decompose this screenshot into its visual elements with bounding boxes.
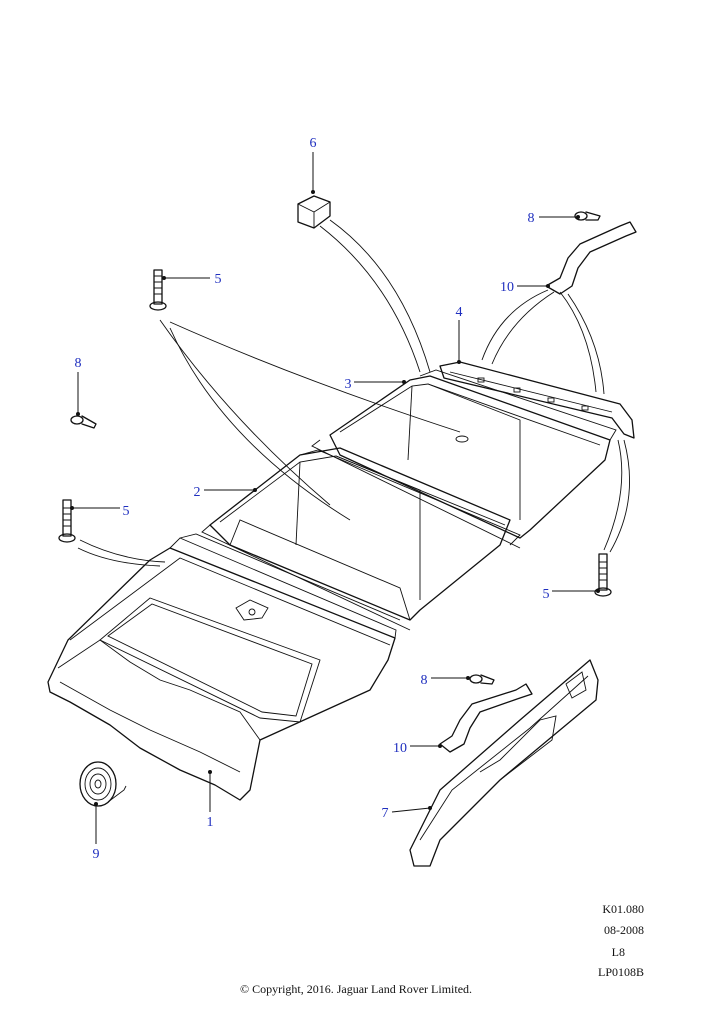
callout-8-left: 8 <box>75 356 82 371</box>
callout-5-left: 5 <box>123 504 130 519</box>
reference-code: K01.080 <box>602 902 644 916</box>
grab-handle-upper <box>545 221 637 295</box>
callout-2: 2 <box>194 485 201 500</box>
callout-leaders <box>70 152 600 844</box>
headlining-panel-rear <box>47 533 401 801</box>
side-trim-panel <box>409 659 599 867</box>
reference-plate: LP0108B <box>597 965 644 979</box>
callout-4: 4 <box>456 305 463 320</box>
callout-9: 9 <box>93 847 100 862</box>
copyright-notice: © Copyright, 2016. Jaguar Land Rover Lim… <box>239 982 473 996</box>
front-header-rail <box>439 361 635 439</box>
callout-8-lower: 8 <box>421 673 428 688</box>
fastener-upper-left <box>149 269 167 311</box>
callout-numbers: 6 8 10 5 4 3 8 2 5 5 8 10 7 1 9 <box>75 136 550 862</box>
cube-clip <box>297 195 331 229</box>
callout-1: 1 <box>207 815 214 830</box>
guide-lines <box>77 219 631 567</box>
callout-10-upper: 10 <box>500 280 514 295</box>
screw-left <box>70 415 97 429</box>
grab-handle-lower <box>439 683 533 753</box>
headlining-panel-centre <box>201 447 521 631</box>
callout-5-right: 5 <box>543 587 550 602</box>
fastener-right <box>594 553 612 597</box>
callout-5-upper: 5 <box>215 272 222 287</box>
reference-level: L8 <box>611 945 625 959</box>
callout-10-lower: 10 <box>393 741 407 756</box>
reference-date: 08-2008 <box>604 923 644 937</box>
callout-8-upper: 8 <box>528 211 535 226</box>
callout-6: 6 <box>310 136 317 151</box>
callout-7: 7 <box>382 806 389 821</box>
screw-upper-right <box>574 211 601 221</box>
callout-3: 3 <box>345 377 352 392</box>
headlining-panel-front <box>311 369 617 549</box>
fastener-left <box>58 499 76 543</box>
tape-roll <box>79 761 127 807</box>
screw-lower <box>469 674 495 685</box>
